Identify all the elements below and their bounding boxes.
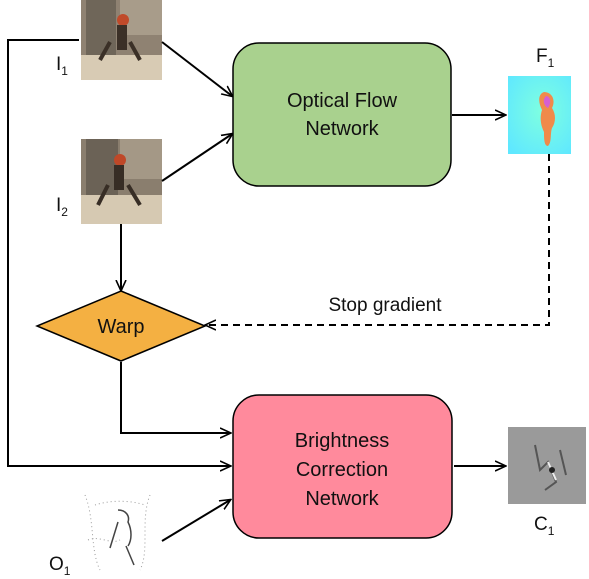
connectors bbox=[7, 39, 550, 542]
edge-i1-to-flow bbox=[161, 41, 232, 96]
warp-diamond bbox=[35, 290, 207, 362]
brightness-label-line3: Network bbox=[305, 488, 379, 510]
optical-flow-box bbox=[232, 42, 452, 187]
edge-warp-to-brightness bbox=[120, 362, 230, 433]
warp-node: Warp bbox=[35, 290, 207, 362]
input-image-i1 bbox=[81, 0, 162, 80]
brightness-node: Brightness Correction Network bbox=[232, 394, 453, 539]
label-i1: I1 bbox=[56, 54, 68, 78]
edge-i1-to-brightness bbox=[7, 39, 230, 466]
warp-label: Warp bbox=[97, 316, 144, 338]
stop-gradient-label: Stop gradient bbox=[328, 295, 442, 316]
flow-image-f1 bbox=[508, 76, 571, 154]
label-i2: I2 bbox=[56, 195, 68, 219]
correction-image-c1 bbox=[508, 427, 586, 504]
label-c1: C1 bbox=[534, 514, 555, 538]
occlusion-image-o1 bbox=[78, 487, 162, 575]
brightness-label-line1: Brightness bbox=[295, 430, 390, 452]
optical-flow-label-line1: Optical Flow bbox=[287, 90, 398, 112]
brightness-box bbox=[232, 394, 453, 539]
optical-flow-node: Optical Flow Network bbox=[232, 42, 452, 187]
label-o1: O1 bbox=[49, 554, 71, 578]
label-f1: F1 bbox=[536, 46, 555, 70]
brightness-label-line2: Correction bbox=[296, 459, 388, 481]
edge-o1-to-brightness bbox=[161, 500, 230, 542]
optical-flow-label-line2: Network bbox=[305, 118, 379, 140]
edge-i2-to-flow bbox=[161, 134, 232, 182]
edge-stop-gradient bbox=[206, 154, 550, 325]
input-image-i2 bbox=[81, 139, 162, 224]
